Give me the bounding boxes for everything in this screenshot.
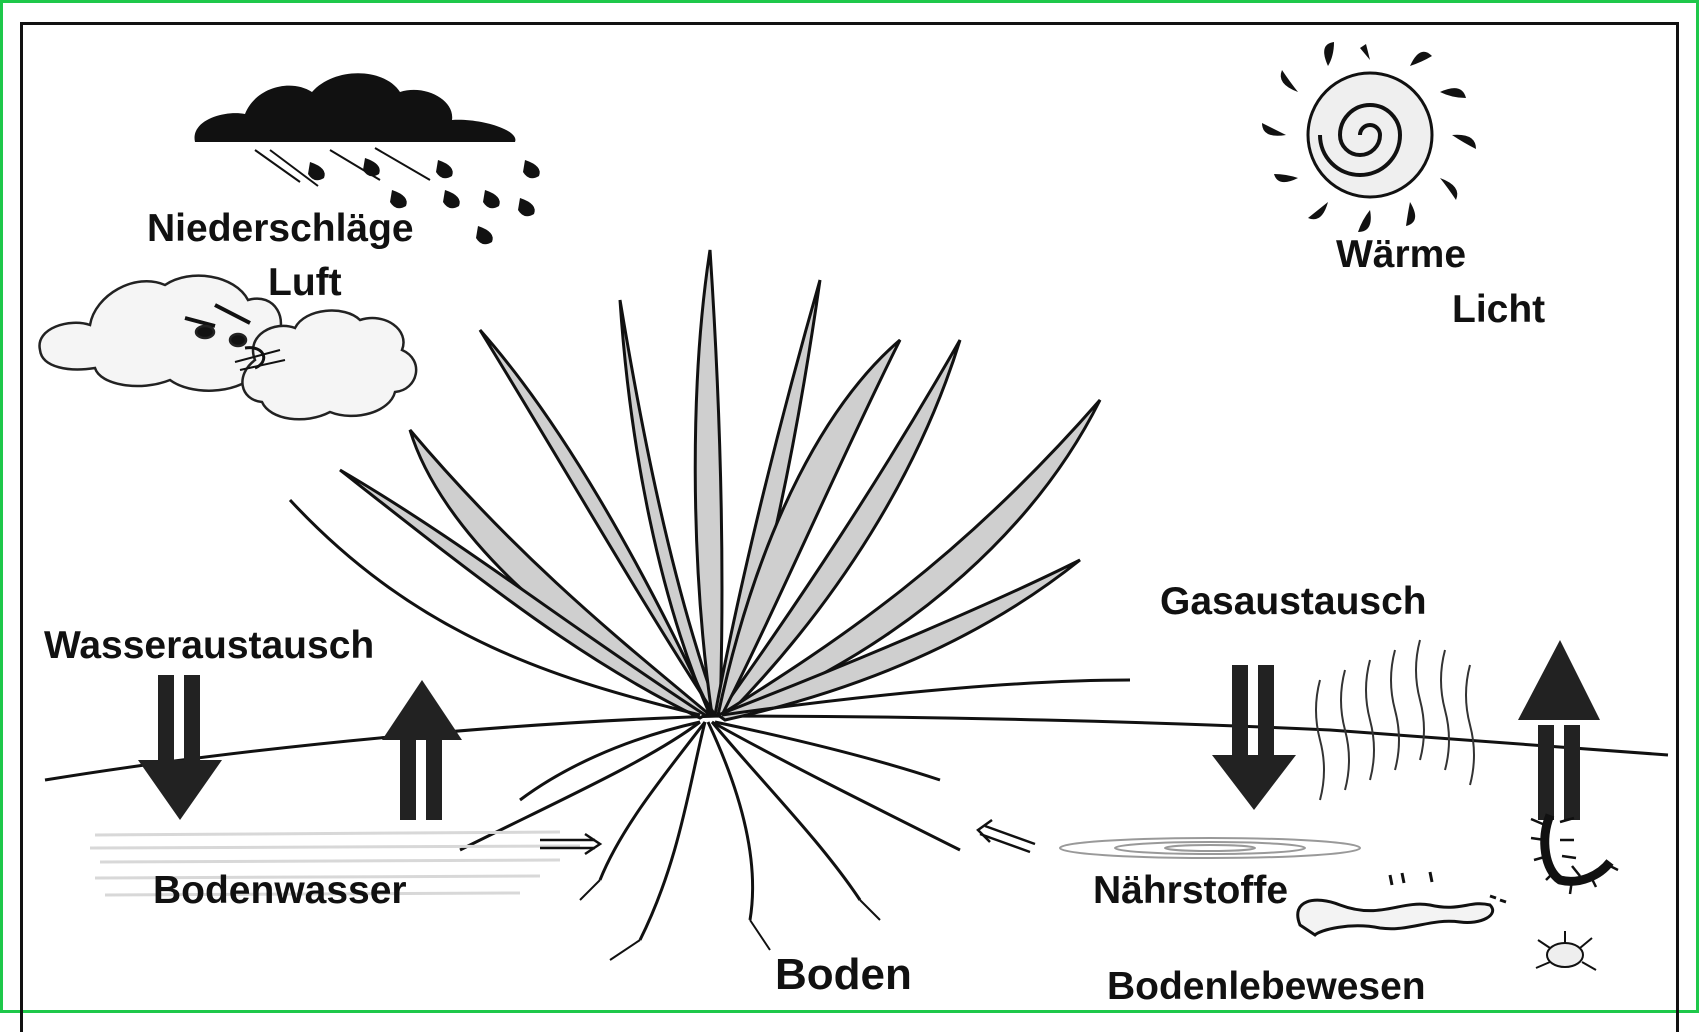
label-naehrstoffe: Nährstoffe — [1093, 869, 1288, 913]
gas-exchange-arrow-down-icon — [1212, 665, 1296, 810]
beetle-icon — [1536, 931, 1596, 970]
water-exchange-arrow-up-icon — [382, 680, 462, 820]
earthworm-icon — [1298, 900, 1493, 935]
gas-exchange-arrow-up-icon — [1518, 640, 1600, 820]
millipede-icon — [1531, 815, 1618, 894]
label-wasseraustausch: Wasseraustausch — [44, 624, 374, 668]
sun-icon — [1262, 42, 1476, 232]
label-bodenwasser: Bodenwasser — [153, 869, 407, 913]
label-bodenlebewesen: Bodenlebewesen — [1107, 965, 1426, 1009]
wind-cloud-face-icon — [40, 276, 417, 420]
label-gasaustausch: Gasaustausch — [1160, 580, 1427, 624]
label-niederschlaege: Niederschläge — [147, 207, 414, 251]
nutrient-arrow-left-icon — [978, 820, 1035, 852]
grass-plant-icon — [290, 250, 1130, 720]
gas-waves-icon — [1316, 640, 1474, 800]
label-luft: Luft — [268, 261, 342, 305]
puddle-icon — [1060, 838, 1360, 858]
root-system-icon — [460, 722, 960, 960]
tiny-marks — [1390, 872, 1506, 902]
label-licht: Licht — [1452, 288, 1545, 332]
water-exchange-arrow-down-icon — [138, 675, 222, 820]
nutrient-arrow-right-icon — [540, 834, 600, 854]
label-boden: Boden — [775, 950, 912, 1000]
label-waerme: Wärme — [1336, 233, 1466, 277]
